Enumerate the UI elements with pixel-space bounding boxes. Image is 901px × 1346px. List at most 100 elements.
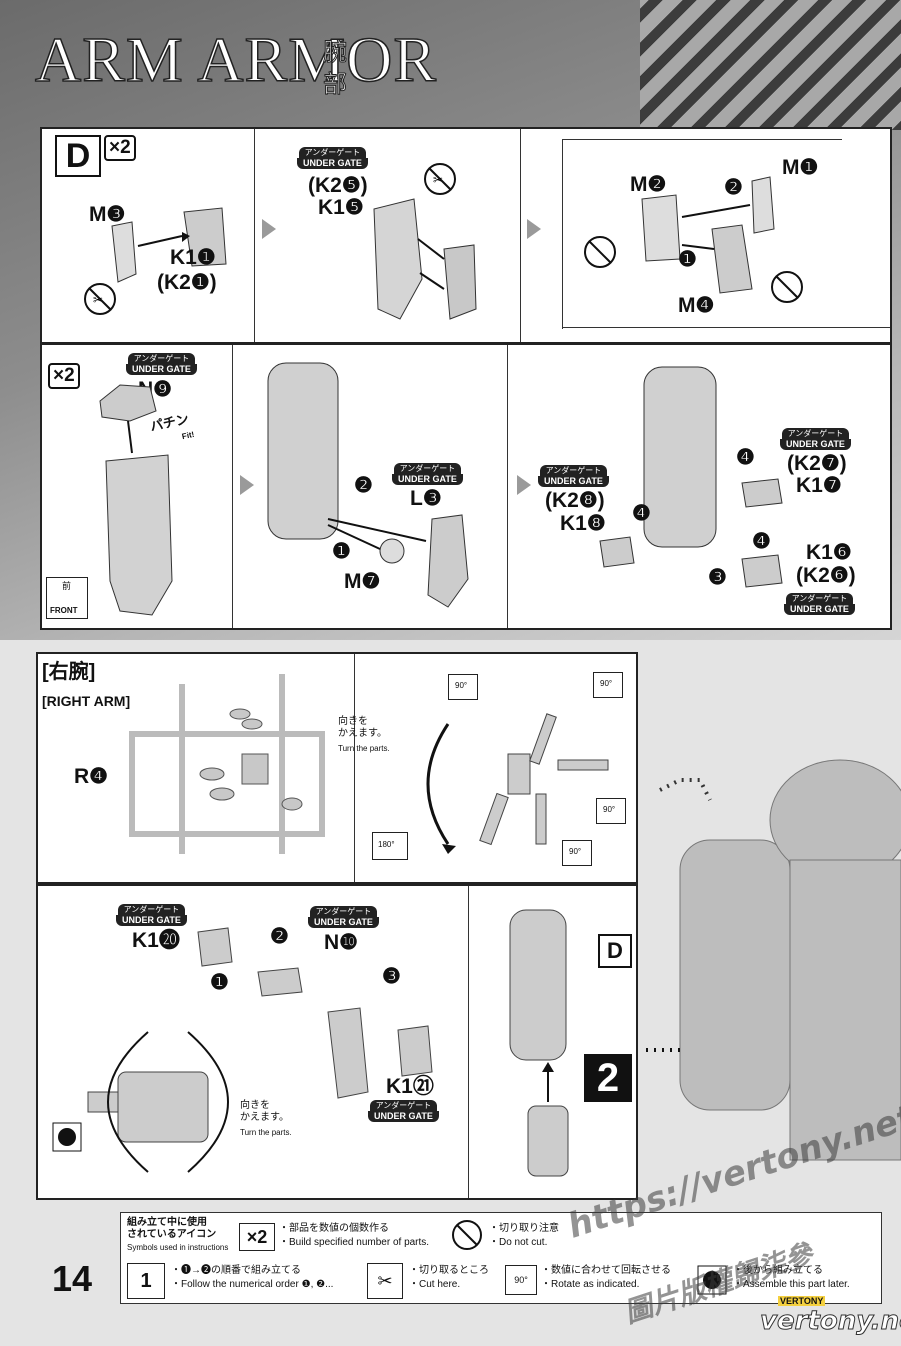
part-m1: M❶ xyxy=(782,156,819,179)
rotate-icon: 90° xyxy=(505,1265,537,1295)
order-3: ❸ xyxy=(708,566,727,589)
order-1: ❶ xyxy=(210,971,229,994)
legend-later-jp: ・後から組み立てる xyxy=(733,1265,823,1276)
part-k1-8: K1❽ xyxy=(560,512,606,535)
order-1: ❶ xyxy=(678,248,697,271)
rotation-hand-shape xyxy=(426,713,609,854)
order-4: ❹ xyxy=(632,502,651,525)
order-2: ❷ xyxy=(270,925,289,948)
part-m2: M❷ xyxy=(630,173,667,196)
turn-parts-jp: 向きを かえます。 xyxy=(338,716,387,739)
part-k1-7: K1❼ xyxy=(796,474,842,497)
later-assemble-icon xyxy=(52,1122,82,1152)
part-k1-21: K1㉑ xyxy=(386,1075,434,1098)
part-k1-1: K1❶ xyxy=(170,246,216,269)
part-k1-6: K1❻ xyxy=(806,541,852,564)
rotate-icon: 90° xyxy=(593,672,623,698)
forearm-part-shape xyxy=(373,198,477,320)
part-r4: R❹ xyxy=(74,765,108,788)
part-n10: N❿ xyxy=(324,931,358,954)
part-k2-8: (K2❽) xyxy=(545,489,605,512)
right-arm-title-en: [RIGHT ARM] xyxy=(42,693,131,709)
turn-parts-en: Turn the parts. xyxy=(240,1128,292,1137)
part-k2-5: (K2❺) xyxy=(308,174,368,197)
no-cut-icon: ✂ xyxy=(84,283,116,315)
part-l3: L❸ xyxy=(410,487,442,510)
step-arrow xyxy=(517,475,531,495)
legend-rot-en: ・Rotate as indicated. xyxy=(541,1279,640,1290)
multiplier-badge: ×2 xyxy=(48,363,80,389)
forearm-final-shape xyxy=(599,366,783,588)
order-1: ❶ xyxy=(332,540,351,563)
part-m4: M❹ xyxy=(678,294,715,317)
part-k1-20: K1⓴ xyxy=(132,929,180,952)
no-cut-icon xyxy=(452,1220,482,1250)
step-arrow xyxy=(262,219,276,239)
step-arrow xyxy=(240,475,254,495)
symbol-legend: 組み立て中に使用 されているアイコン Symbols used in instr… xyxy=(120,1212,882,1304)
legend-x2-jp: ・部品を数値の個数作る xyxy=(279,1223,389,1234)
right-arm-panel: [右腕] [RIGHT ARM] R❹ 向きを かえます。 Turn the p… xyxy=(36,652,638,884)
right-arm-title-jp: [右腕] xyxy=(42,661,96,683)
x2-icon: ×2 xyxy=(239,1223,275,1251)
part-k2-6: (K2❻) xyxy=(796,564,856,587)
gundam-photo xyxy=(640,759,901,1161)
header-stripe xyxy=(640,0,901,130)
order-icon: 1 xyxy=(127,1263,165,1299)
page-number: 14 xyxy=(52,1258,93,1299)
front-indicator: 前 FRONT xyxy=(46,577,88,619)
forearm-assembly-shape xyxy=(267,362,469,608)
later-assemble-icon xyxy=(697,1265,727,1295)
order-2: ❷ xyxy=(354,474,373,497)
part-m-assembly-shape xyxy=(641,176,775,294)
legend-cut-en: ・Cut here. xyxy=(409,1279,461,1290)
order-3: ❸ xyxy=(382,965,401,988)
no-cut-icon: ✂ xyxy=(424,163,456,195)
turn-parts-en: Turn the parts. xyxy=(338,744,390,753)
svg-text:✂: ✂ xyxy=(93,293,103,307)
arm-armor-part-shape xyxy=(99,384,173,616)
part-k1-5: K1❺ xyxy=(318,196,364,219)
legend-rot-jp: ・数値に合わせて回転させる xyxy=(541,1265,671,1276)
part-m3-shape xyxy=(111,207,227,283)
part-m3: M❸ xyxy=(89,203,126,226)
rotate-icon: 180° xyxy=(372,832,408,860)
step-arrow xyxy=(527,219,541,239)
legend-title-jp: 組み立て中に使用 されているアイコン xyxy=(127,1217,217,1240)
watermark-brand-top: VERTONY xyxy=(778,1296,826,1306)
legend-nocut-jp: ・切り取り注意 xyxy=(489,1223,559,1234)
order-4: ❹ xyxy=(752,530,771,553)
step-letter-d: D xyxy=(55,135,101,177)
order-4: ❹ xyxy=(736,446,755,469)
multiplier-badge: ×2 xyxy=(104,135,136,161)
part-k2-7: (K2❼) xyxy=(787,452,847,475)
legend-x2-en: ・Build specified number of parts. xyxy=(279,1237,430,1248)
no-cut-icon xyxy=(584,236,616,268)
watermark-brand: vertony.net xyxy=(759,1306,901,1337)
legend-order-en: ・Follow the numerical order ❶, ❷... xyxy=(171,1279,334,1290)
page-title: ARM ARMOR xyxy=(34,24,437,95)
part-m7: M❼ xyxy=(344,570,381,593)
turn-parts-jp: 向きを かえます。 xyxy=(240,1100,289,1123)
rotate-icon: 90° xyxy=(448,674,478,700)
legend-order-jp: ・❶→❷の順番で組み立てる xyxy=(171,1265,301,1276)
runner-frame-shape xyxy=(129,674,325,854)
callout-step-2: 2 xyxy=(584,1054,632,1102)
page-title-jp: 腕部 xyxy=(323,38,348,99)
rotate-icon: 90° xyxy=(562,840,592,866)
legend-nocut-en: ・Do not cut. xyxy=(489,1237,548,1248)
no-cut-icon xyxy=(771,271,803,303)
step-letter-d: D xyxy=(598,934,632,968)
part-k2-1: (K2❶) xyxy=(157,271,217,294)
